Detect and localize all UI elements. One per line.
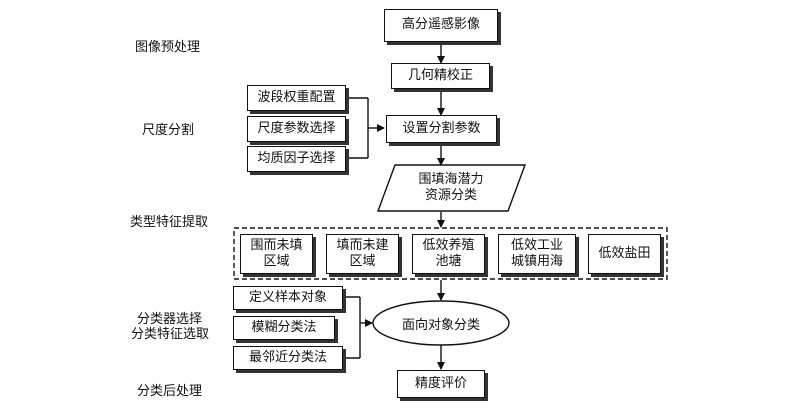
geo-correction-box: 几何精校正	[391, 63, 490, 89]
stage-label-preprocess: 图像预处理	[135, 40, 201, 55]
feature-types-dashed-frame	[233, 227, 668, 280]
feature-type-box: 围而未填 区域	[240, 234, 313, 274]
feature-type-box: 低效养殖 池塘	[412, 234, 485, 274]
param-option-text: 均质因子选择	[257, 150, 336, 166]
stage-label-feature-selection: 分类特征选取	[131, 327, 210, 342]
reclaim-classes-node: 围填海潜力 资源分类	[386, 165, 516, 211]
feature-type-box: 低效盐田	[588, 234, 661, 274]
reclaim-classes-text: 围填海潜力 资源分类	[418, 171, 484, 203]
feature-type-text: 低效盐田	[598, 245, 651, 261]
param-option-homogeneity: 均质因子选择	[247, 146, 346, 172]
classifier-option-text: 模糊分类法	[251, 319, 317, 335]
stage-label-classifier-selection: 分类器选择	[137, 312, 203, 327]
imagery-text: 高分遥感影像	[401, 17, 480, 33]
feature-type-text: 填而未建 区域	[336, 237, 389, 269]
classifier-option-text: 最邻近分类法	[248, 349, 327, 365]
param-option-band-weights: 波段权重配置	[247, 85, 346, 111]
param-options-connector	[346, 97, 385, 159]
classifier-option-nearest-neighbor: 最邻近分类法	[233, 346, 343, 370]
object-classification-node: 面向对象分类	[373, 301, 509, 345]
reclaim-classes-parallelogram	[376, 164, 527, 212]
classifier-options-connector	[343, 296, 373, 359]
param-option-scale: 尺度参数选择	[247, 116, 346, 142]
param-option-text: 波段权重配置	[257, 89, 336, 105]
classifier-option-text: 定义样本对象	[248, 289, 327, 305]
segmentation-params-text: 设置分割参数	[402, 120, 481, 136]
classifier-option-fuzzy: 模糊分类法	[233, 316, 335, 340]
object-classification-ellipse	[372, 300, 510, 346]
segmentation-params-box: 设置分割参数	[386, 115, 497, 143]
geo-correction-text: 几何精校正	[407, 67, 473, 83]
object-classification-text: 面向对象分类	[401, 317, 480, 333]
imagery-box: 高分遥感影像	[384, 9, 498, 42]
classifier-option-samples: 定义样本对象	[233, 286, 343, 310]
stage-label-post-process: 分类后处理	[137, 384, 203, 399]
stage-label-feature-extraction: 类型特征提取	[130, 215, 209, 230]
feature-type-text: 低效工业 城镇用海	[510, 237, 563, 269]
feature-type-box: 填而未建 区域	[326, 234, 399, 274]
stage-label-scale-segmentation: 尺度分割	[142, 123, 195, 138]
feature-type-text: 围而未填 区域	[250, 237, 303, 269]
feature-type-text: 低效养殖 池塘	[422, 237, 475, 269]
accuracy-eval-box: 精度评价	[397, 370, 485, 398]
param-option-text: 尺度参数选择	[257, 120, 336, 136]
feature-type-box: 低效工业 城镇用海	[498, 234, 576, 274]
accuracy-eval-text: 精度评价	[414, 375, 467, 391]
